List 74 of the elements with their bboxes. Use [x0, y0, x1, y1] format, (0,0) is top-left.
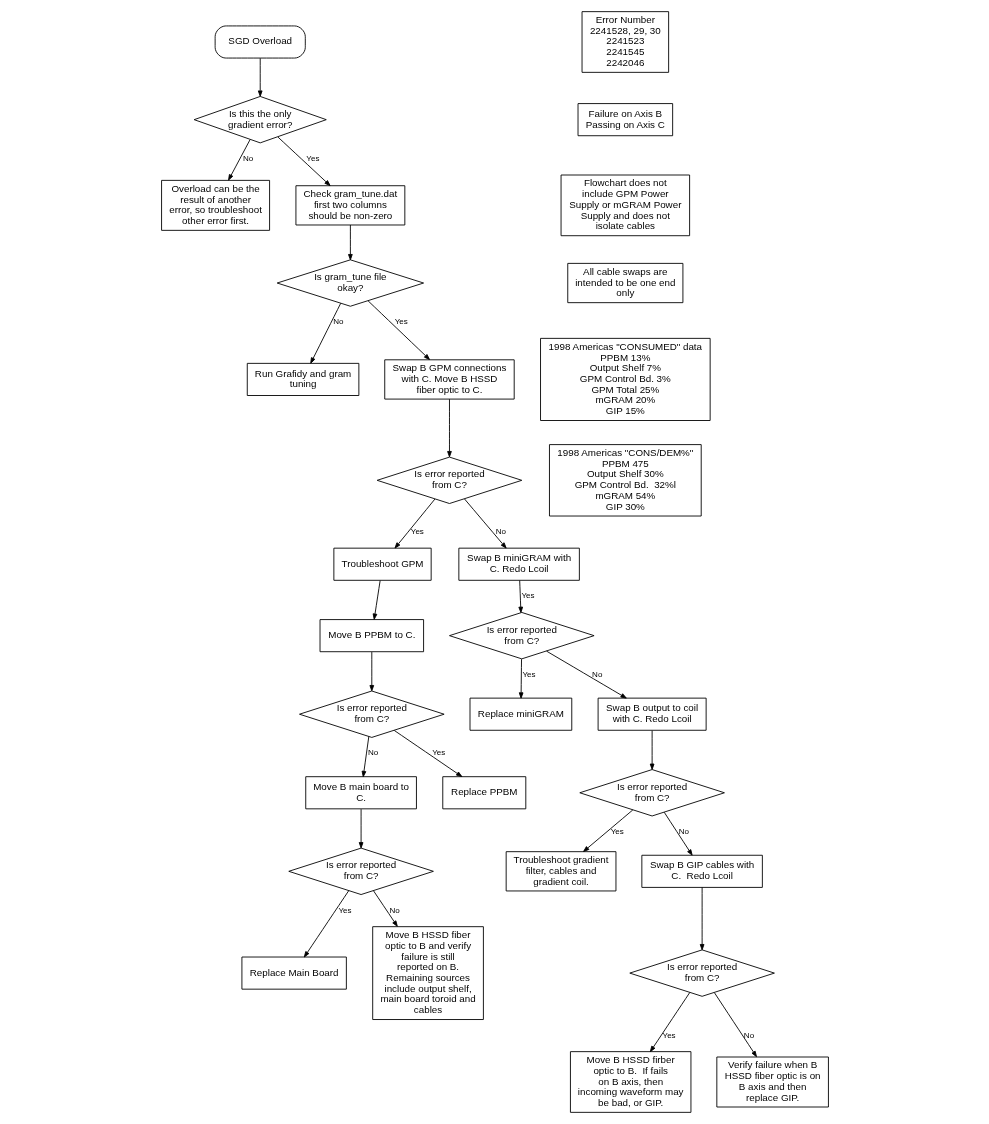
- edge-label: Yes: [305, 153, 319, 163]
- edge-label: Yes: [410, 527, 424, 537]
- arrow: [649, 730, 654, 770]
- arrow: [446, 398, 452, 458]
- arrow: [367, 300, 430, 360]
- node-box: Move B PPBM to C.: [319, 619, 424, 653]
- node-box: Troubleshoot gradient filter, cables and gradient coil.: [505, 851, 616, 892]
- edge-label: Yes: [337, 905, 352, 915]
- arrow: [663, 811, 693, 856]
- node-box: Error Number 2241528, 29, 30 2241523 2241545 2242046: [581, 11, 669, 73]
- arrow: [347, 224, 353, 261]
- node-box: Verify failure when B HSSD fiber optic is on B axis and then replace GIP.: [715, 1056, 829, 1108]
- node-box: Swap B GPM connections with C. Move B HSSD fiber optic to C.: [383, 359, 515, 400]
- edge-label: Yes: [521, 669, 535, 679]
- edge-label: No: [678, 827, 689, 837]
- arrow: [545, 650, 627, 699]
- node-box: Replace Main Board: [240, 956, 347, 990]
- node-box: Troubleshoot GPM: [332, 547, 432, 581]
- node-box: Move B HSSD fiber optic to B and verify failure is still reported on B. Remaining sources include output shelf, main board toroid and cables: [371, 926, 484, 1020]
- node-diamond: Is error reported from C?: [287, 847, 434, 895]
- node-diamond: Is error reported from C?: [448, 612, 595, 660]
- arrow: [361, 736, 369, 778]
- edge-label: No: [242, 153, 253, 163]
- arrow: [277, 136, 331, 187]
- node-box: Flowchart does not include GPM Power Supply or mGRAM Power Supply and does not isolate cables: [560, 174, 690, 237]
- node-box: Replace PPBM: [441, 776, 526, 810]
- arrow: [257, 57, 263, 97]
- arrow: [463, 498, 507, 549]
- node-box: Failure on Axis B Passing on Axis C: [577, 103, 673, 137]
- node-box: Move B HSSD firber optic to B. If fails on B axis, then incoming waveform may be bad, or GIP.: [569, 1051, 691, 1113]
- edge-label: Yes: [394, 317, 408, 327]
- node-box: Overload can be the result of another error, so troubleshoot other error first.: [160, 179, 270, 231]
- node-box: Run Grafidy and gram tuning: [246, 362, 359, 396]
- edge-label: No: [388, 905, 400, 915]
- arrow: [227, 139, 251, 181]
- node-box: SGD Overload: [214, 25, 306, 59]
- node-box: Replace miniGRAM: [469, 697, 572, 731]
- edge-label: No: [367, 748, 378, 758]
- edge-label: No: [743, 1030, 754, 1040]
- arrow: [369, 651, 374, 692]
- arrow: [393, 730, 462, 777]
- edge-label: No: [591, 669, 602, 679]
- node-diamond: Is this the only gradient error?: [193, 96, 327, 144]
- arrow: [518, 658, 523, 699]
- node-diamond: Is error reported from C?: [376, 456, 522, 504]
- arrow: [394, 498, 435, 549]
- arrow: [303, 890, 349, 958]
- arrow: [372, 890, 398, 927]
- arrow: [649, 991, 690, 1053]
- node-box: Move B main board to C.: [304, 776, 417, 810]
- node-diamond: Is error reported from C?: [628, 949, 775, 997]
- arrow: [517, 580, 523, 613]
- node-box: All cable swaps are intended to be one end only: [566, 262, 683, 304]
- node-box: Swap B GIP cables with C. Redo Lcoil: [640, 854, 763, 888]
- node-diamond: Is error reported from C?: [298, 690, 445, 738]
- arrow: [309, 302, 341, 364]
- node-box: 1998 Americas "CONS/DEM%" PPBM 475 Output Shelf 30% GPM Control Bd. 32%l mGRAM 54% GIP 30%: [548, 444, 702, 517]
- node-box: Check gram_tune.dat first two columns should be non-zero: [294, 185, 405, 226]
- node-box: 1998 Americas "CONSUMED" data PPBM 13% Output Shelf 7% GPM Control Bd. 3% GPM Total 25% mGRAM 20% GIP 15%: [539, 337, 711, 421]
- edge-label: Yes: [520, 591, 535, 601]
- arrow: [699, 886, 704, 951]
- arrow: [358, 808, 363, 849]
- edge-label: Yes: [431, 748, 445, 758]
- arrow: [713, 992, 757, 1058]
- node-diamond: Is gram_tune file okay?: [276, 259, 424, 307]
- edge-label: Yes: [662, 1030, 676, 1040]
- edge-label: Yes: [610, 827, 624, 837]
- node-box: Swap B miniGRAM with C. Redo Lcoil: [457, 547, 580, 581]
- edge-label: No: [495, 527, 506, 537]
- node-box: Swap B output to coil with C. Redo Lcoil: [597, 697, 707, 731]
- edge-label: No: [332, 317, 343, 327]
- arrow: [582, 809, 633, 852]
- node-diamond: Is error reported from C?: [578, 769, 725, 817]
- arrow: [372, 580, 381, 620]
